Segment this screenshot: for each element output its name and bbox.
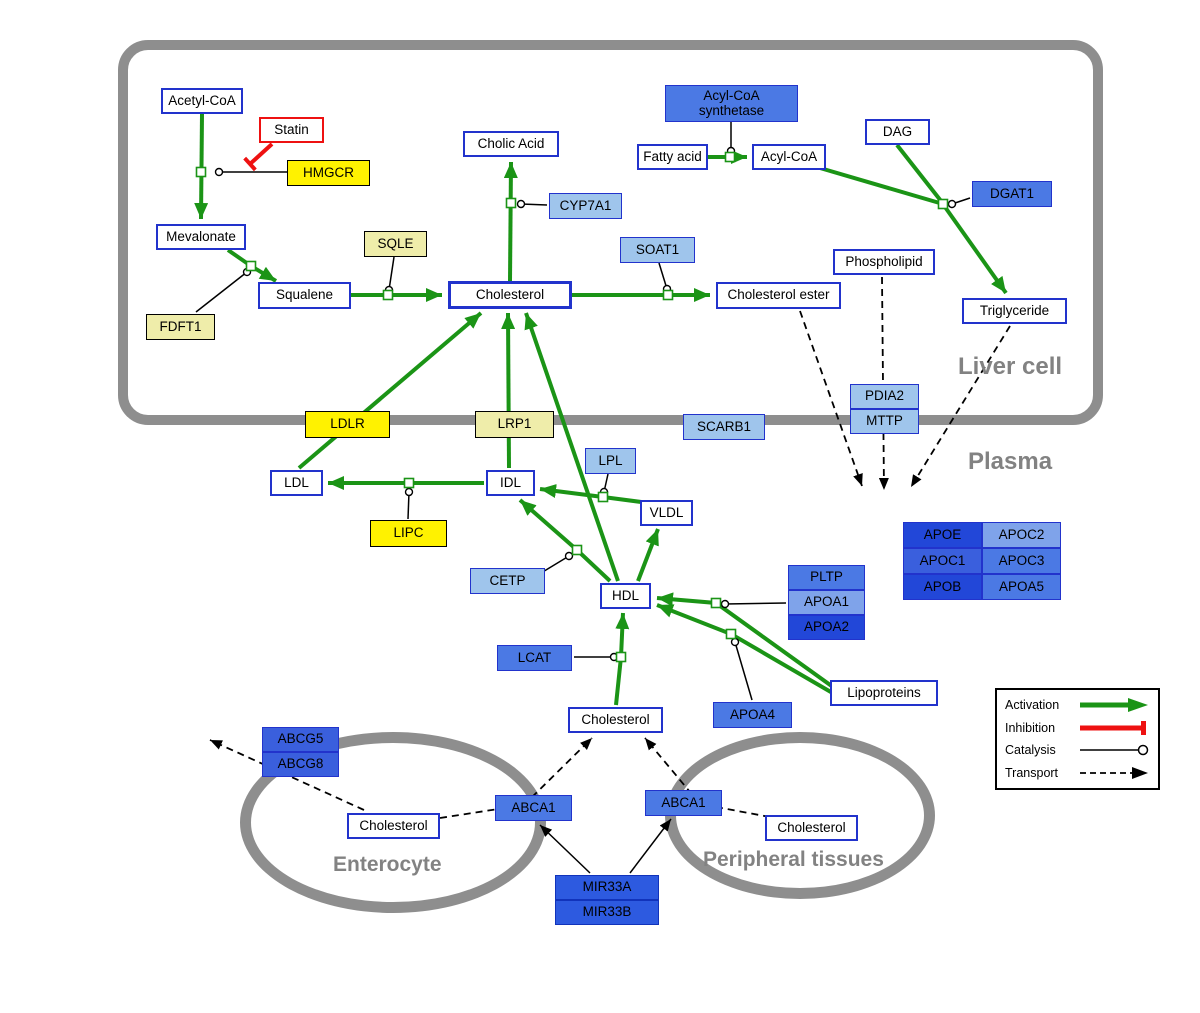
- edge-regulation-33: [629, 818, 672, 874]
- legend-label-inhibition: Inhibition: [1005, 720, 1056, 735]
- node-phospholipid[interactable]: Phospholipid: [833, 249, 935, 275]
- node-mttp[interactable]: MTTP: [850, 409, 919, 434]
- node-apoe[interactable]: APOE: [903, 522, 982, 548]
- node-apob[interactable]: APOB: [903, 574, 982, 600]
- node-mevalonate[interactable]: Mevalonate: [156, 224, 246, 250]
- node-fatty-acid[interactable]: Fatty acid: [637, 144, 708, 170]
- transport-dashed-arrow-icon: [1080, 766, 1148, 779]
- node-mir33a[interactable]: MIR33A: [555, 875, 659, 900]
- node-acetyl-coa[interactable]: Acetyl-CoA: [161, 88, 243, 114]
- edge-activation-18: [614, 612, 630, 706]
- node-statin[interactable]: Statin: [259, 117, 324, 143]
- enterocyte-compartment: [240, 732, 546, 913]
- node-apoa4[interactable]: APOA4: [713, 702, 792, 728]
- liver-cell-compartment: [118, 40, 1103, 425]
- node-lipoproteins[interactable]: Lipoproteins: [830, 680, 938, 706]
- node-hmgcr[interactable]: HMGCR: [287, 160, 370, 186]
- enterocyte-label: Enterocyte: [333, 853, 442, 876]
- node-scarb1[interactable]: SCARB1: [683, 414, 765, 440]
- reaction-node-11: [710, 597, 722, 609]
- node-lipc[interactable]: LIPC: [370, 520, 447, 547]
- node-triglyceride[interactable]: Triglyceride: [962, 298, 1067, 324]
- node-pdia2[interactable]: PDIA2: [850, 384, 919, 409]
- edge-catalysis-31: [730, 637, 753, 701]
- edge-catalysis-26: [404, 487, 414, 520]
- reaction-node-7: [403, 477, 415, 489]
- plasma-label: Plasma: [968, 448, 1053, 475]
- node-vldl[interactable]: VLDL: [640, 500, 693, 526]
- node-apoa1[interactable]: APOA1: [788, 590, 865, 615]
- node-lpl[interactable]: LPL: [585, 448, 636, 474]
- node-cholesterol-plasma[interactable]: Cholesterol: [568, 707, 663, 733]
- node-abcg8[interactable]: ABCG8: [262, 752, 339, 777]
- legend-label-transport: Transport: [1005, 765, 1059, 780]
- node-mir33b[interactable]: MIR33B: [555, 900, 659, 925]
- reaction-node-10: [615, 651, 627, 663]
- node-acyl-coa-synthetase[interactable]: Acyl-CoA synthetase: [665, 85, 798, 122]
- legend-row-catalysis: Catalysis: [1005, 743, 1150, 757]
- node-lrp1[interactable]: LRP1: [475, 411, 554, 438]
- node-cholesterol-ester[interactable]: Cholesterol ester: [716, 282, 841, 309]
- node-apoc2[interactable]: APOC2: [982, 522, 1061, 548]
- legend-row-transport: Transport: [1005, 766, 1150, 780]
- node-ldlr[interactable]: LDLR: [305, 411, 390, 438]
- node-ldl[interactable]: LDL: [270, 470, 323, 496]
- node-cholesterol-liver[interactable]: Cholesterol: [448, 281, 572, 309]
- node-dag[interactable]: DAG: [865, 119, 930, 145]
- node-hdl[interactable]: HDL: [600, 583, 651, 609]
- legend-label-activation: Activation: [1005, 698, 1060, 713]
- node-sqle[interactable]: SQLE: [364, 231, 427, 257]
- node-apoa5[interactable]: APOA5: [982, 574, 1061, 600]
- node-abca1-enterocyte[interactable]: ABCA1: [495, 795, 572, 821]
- node-apoc3[interactable]: APOC3: [982, 548, 1061, 574]
- reaction-node-9: [571, 544, 583, 556]
- edge-activation-15: [636, 528, 660, 582]
- node-acyl-coa[interactable]: Acyl-CoA: [752, 144, 826, 170]
- activation-arrow-icon: [1080, 698, 1148, 713]
- edge-regulation-32: [539, 824, 591, 874]
- node-abca1-peripheral[interactable]: ABCA1: [645, 790, 722, 816]
- edge-catalysis-28: [540, 551, 574, 574]
- node-cholesterol-enterocyte[interactable]: Cholesterol: [347, 813, 440, 839]
- node-cholesterol-peripheral[interactable]: Cholesterol: [765, 815, 858, 841]
- node-abcg5[interactable]: ABCG5: [262, 727, 339, 752]
- legend-row-activation: Activation: [1005, 698, 1150, 713]
- legend-row-inhibition: Inhibition: [1005, 720, 1150, 735]
- catalysis-circle-icon: [1080, 745, 1149, 756]
- edge-catalysis-30: [720, 599, 787, 609]
- node-idl[interactable]: IDL: [486, 470, 535, 496]
- edge-catalysis-27: [599, 473, 609, 497]
- node-dgat1[interactable]: DGAT1: [972, 181, 1052, 207]
- node-pltp[interactable]: PLTP: [788, 565, 865, 590]
- legend-label-catalysis: Catalysis: [1005, 743, 1056, 758]
- node-squalene[interactable]: Squalene: [258, 282, 351, 309]
- legend: Activation Inhibition Catalysis Transpor…: [995, 688, 1160, 790]
- edge-activation-13: [539, 484, 650, 505]
- node-apoc1[interactable]: APOC1: [903, 548, 982, 574]
- node-apoa2[interactable]: APOA2: [788, 615, 865, 640]
- inhibition-tee-icon: [1080, 720, 1146, 735]
- reaction-node-12: [725, 628, 737, 640]
- reaction-node-8: [597, 491, 609, 503]
- node-fdft1[interactable]: FDFT1: [146, 314, 215, 340]
- liver-cell-label: Liver cell: [958, 353, 1063, 380]
- node-lcat[interactable]: LCAT: [497, 645, 572, 671]
- node-cetp[interactable]: CETP: [470, 568, 545, 594]
- node-cholic-acid[interactable]: Cholic Acid: [463, 131, 559, 157]
- peripheral-tissues-label: Peripheral tissues: [703, 848, 884, 871]
- node-cyp7a1[interactable]: CYP7A1: [549, 193, 622, 219]
- node-soat1[interactable]: SOAT1: [620, 237, 695, 263]
